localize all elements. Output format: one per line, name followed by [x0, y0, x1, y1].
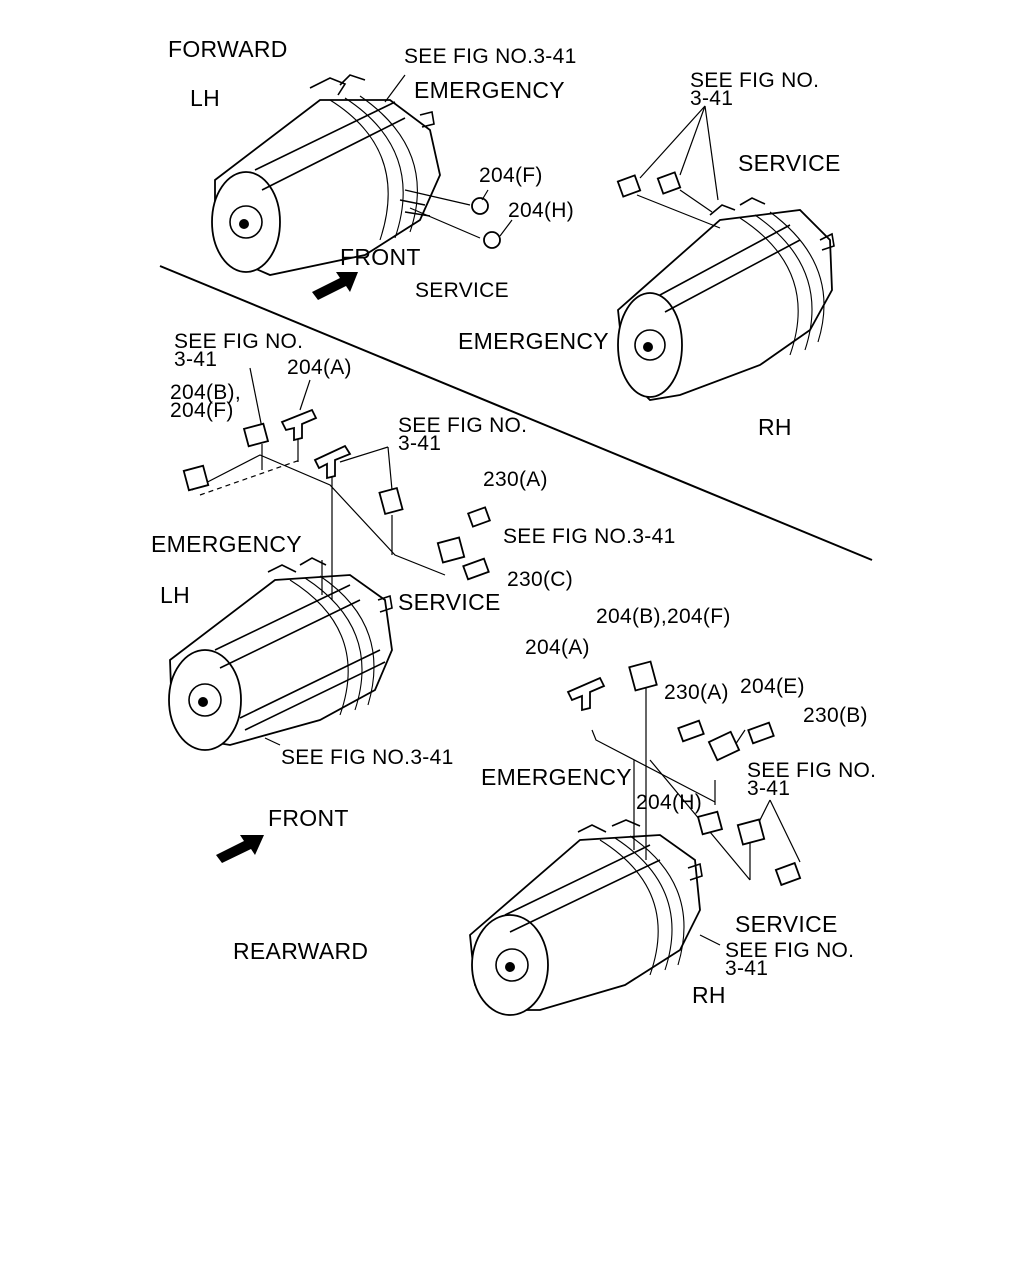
compressor-forward-rh — [616, 105, 835, 401]
label-part-204bf-lower-rh: 204(B),204(F) — [596, 605, 731, 628]
label-see-fig-a-1: SEE FIG NO. — [174, 330, 304, 353]
label-emergency-lower-lh: EMERGENCY — [151, 531, 302, 557]
label-service-upper-lh: SERVICE — [415, 279, 509, 302]
label-part-204e: 204(E) — [740, 675, 805, 698]
compressor-forward-lh — [211, 74, 513, 276]
label-service-lower-rh: SERVICE — [735, 911, 838, 937]
label-front-upper: FRONT — [340, 244, 421, 270]
label-see-fig-a-2: 3-41 — [174, 348, 218, 371]
section-divider — [159, 265, 873, 561]
label-part-230a-lower-rh: 230(A) — [664, 681, 729, 704]
label-part-230b: 230(B) — [803, 704, 868, 727]
fittings-lower-rh — [566, 660, 802, 887]
front-arrow-lower-icon — [216, 835, 264, 863]
label-see-fig-d: SEE FIG NO.3-41 — [281, 746, 454, 769]
label-service-upper-rh: SERVICE — [738, 150, 841, 176]
label-part-204bf-1: 204(B), — [170, 381, 241, 404]
label-lh-upper: LH — [190, 85, 221, 111]
label-part-230c: 230(C) — [507, 568, 573, 591]
label-see-fig-e-1: SEE FIG NO. — [747, 759, 877, 782]
label-see-fig-f-2: 3-41 — [725, 957, 769, 980]
label-see-fig-b-2: 3-41 — [398, 432, 442, 455]
label-see-fig-c: SEE FIG NO.3-41 — [503, 525, 676, 548]
label-see-fig-e-2: 3-41 — [747, 777, 791, 800]
label-part-204h-lower-rh: 204(H) — [636, 791, 702, 814]
label-see-fig-upper-rh-2: 3-41 — [690, 87, 734, 110]
label-part-204f-upper: 204(F) — [479, 164, 543, 187]
label-part-204a-lower-lh: 204(A) — [287, 356, 352, 379]
label-rh-upper: RH — [758, 414, 792, 440]
label-emergency-lower-rh: EMERGENCY — [481, 764, 632, 790]
label-forward: FORWARD — [168, 36, 288, 62]
label-lh-lower: LH — [160, 582, 191, 608]
label-part-230a-lower-lh: 230(A) — [483, 468, 548, 491]
label-see-fig-upper-lh: SEE FIG NO.3-41 — [404, 45, 577, 68]
label-emergency-upper-lh: EMERGENCY — [414, 77, 565, 103]
compressor-rearward-rh — [469, 670, 801, 1016]
label-see-fig-upper-rh-1: SEE FIG NO. — [690, 69, 820, 92]
label-part-204a-lower-rh: 204(A) — [525, 636, 590, 659]
label-part-204bf-2: 204(F) — [170, 399, 234, 422]
label-rearward: REARWARD — [233, 938, 369, 964]
label-service-lower-lh: SERVICE — [398, 589, 501, 615]
compressor-rearward-lh — [168, 367, 446, 751]
label-rh-lower: RH — [692, 982, 726, 1008]
label-emergency-upper-rh: EMERGENCY — [458, 328, 609, 354]
label-see-fig-f-1: SEE FIG NO. — [725, 939, 855, 962]
front-arrow-upper-icon — [312, 272, 358, 300]
label-part-204h-upper: 204(H) — [508, 199, 574, 222]
label-see-fig-b-1: SEE FIG NO. — [398, 414, 528, 437]
label-front-lower: FRONT — [268, 805, 349, 831]
fittings-lower-lh — [182, 408, 492, 581]
